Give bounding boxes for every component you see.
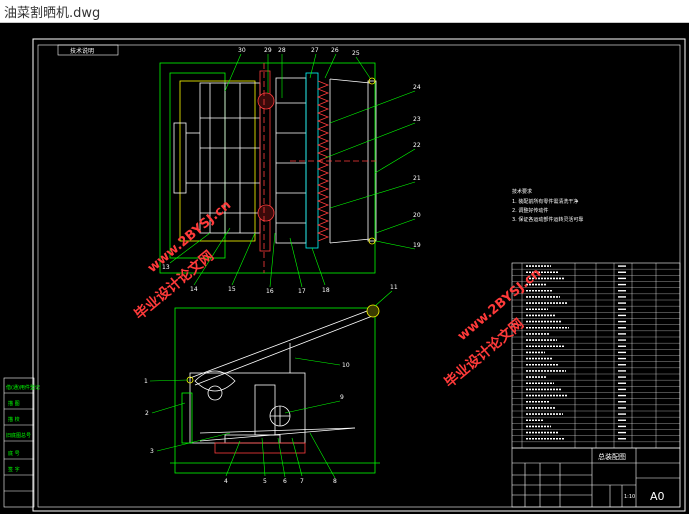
part-label-2: 2 [145, 410, 149, 417]
part-label-24: 24 [413, 84, 421, 91]
part-label-18: 18 [322, 287, 330, 294]
note-line-3: 3. 保证各运动部件运转灵活可靠 [512, 216, 583, 223]
side-view-leaders [149, 290, 393, 479]
part-label-3: 3 [150, 448, 154, 455]
note-line-1: 1. 装配前所有零件需清洗干净 [512, 198, 578, 205]
title-block-name: 总装配图 [598, 452, 626, 461]
frame-tag-box [57, 44, 119, 56]
part-label-8: 8 [333, 478, 337, 485]
stamp-2: 描 校 [8, 416, 20, 423]
top-view-part-numbers: 30 29 28 27 26 25 24 23 22 21 20 19 18 1… [162, 47, 421, 295]
part-label-27: 27 [311, 47, 319, 54]
part-label-29: 29 [264, 47, 272, 54]
stamp-1: 描 图 [8, 400, 20, 407]
stamp-4: 底 号 [8, 450, 20, 457]
part-label-7: 7 [300, 478, 304, 485]
part-label-16: 16 [266, 288, 274, 295]
stamp-5: 签 字 [8, 466, 20, 473]
title-block-scale: 1:10 [624, 494, 635, 500]
part-label-5: 5 [263, 478, 267, 485]
window-titlebar: 油菜割晒机.dwg [0, 0, 689, 23]
part-label-22: 22 [413, 142, 421, 149]
part-label-15: 15 [228, 286, 236, 293]
part-label-11: 11 [390, 284, 398, 291]
part-label-10: 10 [342, 362, 350, 369]
window-title: 油菜割晒机.dwg [4, 6, 101, 21]
notes-heading: 技术要求 [512, 188, 532, 195]
side-view [170, 304, 380, 474]
side-view-part-numbers: 11 10 9 8 7 6 5 4 3 2 1 [144, 284, 398, 485]
title-block [511, 447, 681, 508]
part-label-1: 1 [144, 378, 148, 385]
part-label-25: 25 [352, 50, 360, 57]
part-label-4: 4 [224, 478, 228, 485]
title-block-size: A0 [650, 490, 665, 503]
part-label-28: 28 [278, 47, 286, 54]
part-label-20: 20 [413, 212, 421, 219]
cad-viewport[interactable]: 技术说明 借(通)用件登记 描 图 描 校 旧底图总号 底 号 签 字 [0, 23, 689, 514]
outer-frame [32, 38, 686, 512]
part-label-19: 19 [413, 242, 421, 249]
technical-notes: 技术要求 1. 装配前所有零件需清洗干净 2. 调整好传动件 3. 保证各运动部… [512, 188, 583, 223]
stamp-0: 借(通)用件登记 [6, 384, 40, 391]
top-view-leaders [169, 53, 416, 288]
part-label-14: 14 [190, 286, 198, 293]
parts-list-table [511, 262, 681, 449]
part-label-26: 26 [331, 47, 339, 54]
cad-drawing: 技术说明 借(通)用件登记 描 图 描 校 旧底图总号 底 号 签 字 [3, 38, 686, 512]
watermark-top: www.2BYSJ.cn 毕业设计论文网 [131, 198, 234, 323]
part-label-17: 17 [298, 288, 306, 295]
part-label-13: 13 [162, 264, 170, 271]
frame-tag: 技术说明 [70, 47, 94, 55]
part-label-6: 6 [283, 478, 287, 485]
left-stamp-column: 借(通)用件登记 描 图 描 校 旧底图总号 底 号 签 字 [3, 377, 40, 508]
note-line-2: 2. 调整好传动件 [512, 207, 548, 214]
part-label-21: 21 [413, 175, 421, 182]
part-label-23: 23 [413, 116, 421, 123]
part-label-9: 9 [340, 394, 344, 401]
inner-frame [37, 44, 681, 508]
part-label-30: 30 [238, 47, 246, 54]
stamp-3: 旧底图总号 [6, 432, 31, 439]
